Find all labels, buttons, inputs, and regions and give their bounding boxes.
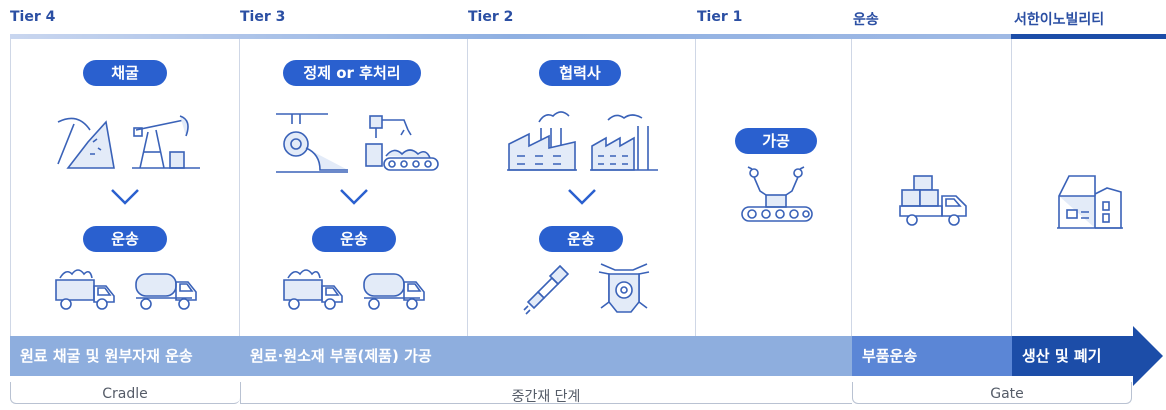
factory-large-icon xyxy=(505,108,579,172)
tier-4-label: Tier 4 xyxy=(10,9,56,25)
delivery-truck-icon xyxy=(896,172,972,230)
column-tier-4 xyxy=(10,39,240,336)
assembly-robot-icon xyxy=(738,165,816,225)
tier-1-label: Tier 1 xyxy=(697,9,743,25)
transport-pill-tier-3: 운송 xyxy=(312,226,396,252)
bracket-gate xyxy=(852,382,1132,404)
column-tier-1 xyxy=(696,39,852,336)
stage-gate-label: Gate xyxy=(990,386,1024,402)
mining-pill: 채굴 xyxy=(83,60,167,86)
band-raw-material: 원료 채굴 및 원부자재 운송 xyxy=(10,336,240,376)
tier-2-label: Tier 2 xyxy=(468,9,514,25)
chevron-down-icon xyxy=(110,188,140,206)
arrow-head-icon xyxy=(1133,326,1163,386)
bracket-intermediate xyxy=(240,382,852,404)
spark-plug-icon xyxy=(520,260,574,316)
dump-truck-icon xyxy=(280,264,348,312)
top-progress-bar-company xyxy=(1011,34,1166,39)
top-progress-bar xyxy=(10,34,1011,39)
band-production: 생산 및 폐기 xyxy=(1012,336,1134,376)
band-shipping: 부품운송 xyxy=(852,336,1012,376)
chevron-down-icon xyxy=(339,188,369,206)
tanker-truck-icon xyxy=(360,264,430,312)
refining-pill: 정제 or 후처리 xyxy=(283,60,421,86)
transport-tier-label: 운송 xyxy=(853,12,879,28)
pickaxe-rock-icon xyxy=(48,112,118,170)
oil-pump-icon xyxy=(130,112,202,170)
stage-cradle-label: Cradle xyxy=(102,386,148,402)
company-tier-label: 서한이노빌리티 xyxy=(1014,12,1105,28)
company-factory-icon xyxy=(1055,172,1125,230)
column-tier-3 xyxy=(240,39,468,336)
processing-pill: 가공 xyxy=(735,128,817,154)
bracket-cradle xyxy=(10,382,240,404)
stage-intermediate-label: 중간재 단계 xyxy=(511,389,581,405)
dump-truck-icon xyxy=(52,264,120,312)
tier-3-label: Tier 3 xyxy=(240,9,286,25)
band-parts-processing: 원료·원소재 부품(제품) 가공 xyxy=(240,336,852,376)
transport-pill-tier-2: 운송 xyxy=(539,226,623,252)
robot-arm-conveyor-icon xyxy=(360,110,442,174)
partner-pill: 협력사 xyxy=(539,60,621,86)
transport-pill-tier-4: 운송 xyxy=(83,226,167,252)
engine-block-icon xyxy=(593,258,655,318)
tanker-truck-icon xyxy=(132,264,202,312)
column-transport xyxy=(852,39,1012,336)
factory-small-icon xyxy=(588,112,660,172)
smelter-icon xyxy=(272,110,350,174)
chevron-down-icon xyxy=(567,188,597,206)
column-tier-2 xyxy=(468,39,696,336)
